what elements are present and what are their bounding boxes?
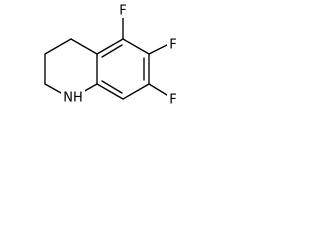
chemical-structure-diagram: F F F NH <box>44 3 179 108</box>
f-middle-label: F <box>169 38 176 53</box>
bond-c7-f <box>148 83 168 96</box>
double-bond-c4a-c5 <box>101 44 123 58</box>
nh-label: NH <box>63 91 83 106</box>
f-middle-label-background <box>167 38 179 53</box>
f-bottom-label-background <box>167 92 179 107</box>
nh-label-background <box>61 90 85 105</box>
bond-c4a-c5 <box>96 38 124 55</box>
bond-c8-c8a <box>96 83 124 100</box>
f-top-label-background <box>117 3 129 18</box>
bond-c4-c3 <box>44 38 72 55</box>
f-bottom-label: F <box>169 93 176 108</box>
bond-c5-c6 <box>122 38 150 55</box>
f-top-label: F <box>119 4 126 19</box>
double-bond-c8-c8a <box>101 80 123 94</box>
bond-c4a-c4 <box>70 38 98 55</box>
bond-c7-c8 <box>122 83 150 100</box>
bond-c6-f <box>148 44 168 55</box>
bond-c2-n1 <box>44 83 62 94</box>
